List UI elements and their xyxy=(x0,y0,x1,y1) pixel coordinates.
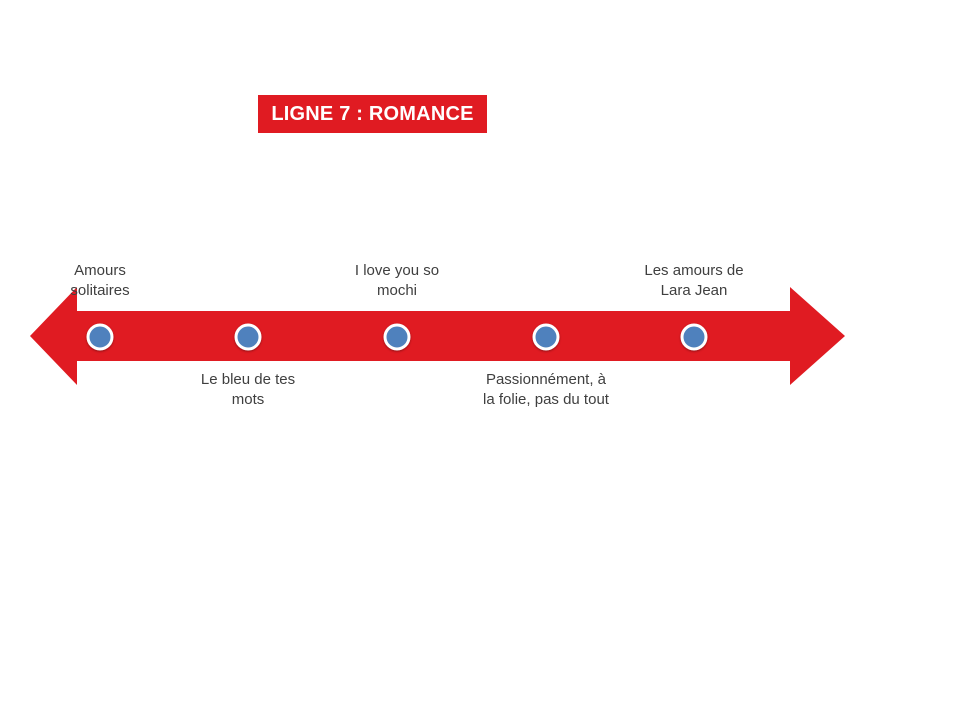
title-banner: LIGNE 7 : ROMANCE xyxy=(258,95,487,133)
timeline-stop-label: Passionnément, à la folie, pas du tout xyxy=(483,371,609,408)
title-banner-label: LIGNE 7 : ROMANCE xyxy=(271,102,474,125)
timeline-dot xyxy=(86,323,114,351)
timeline-dot xyxy=(680,323,708,351)
timeline-dot xyxy=(234,323,262,351)
timeline-stop-label: Les amours de Lara Jean xyxy=(644,262,744,299)
timeline-stop-label: Le bleu de tes mots xyxy=(200,371,296,408)
timeline-dot xyxy=(383,323,411,351)
timeline-stop-label: I love you so mochi xyxy=(354,262,440,299)
double-arrow-shape xyxy=(30,287,845,385)
timeline-dot xyxy=(532,323,560,351)
timeline-stop-label: Amours solitaires xyxy=(70,262,130,299)
